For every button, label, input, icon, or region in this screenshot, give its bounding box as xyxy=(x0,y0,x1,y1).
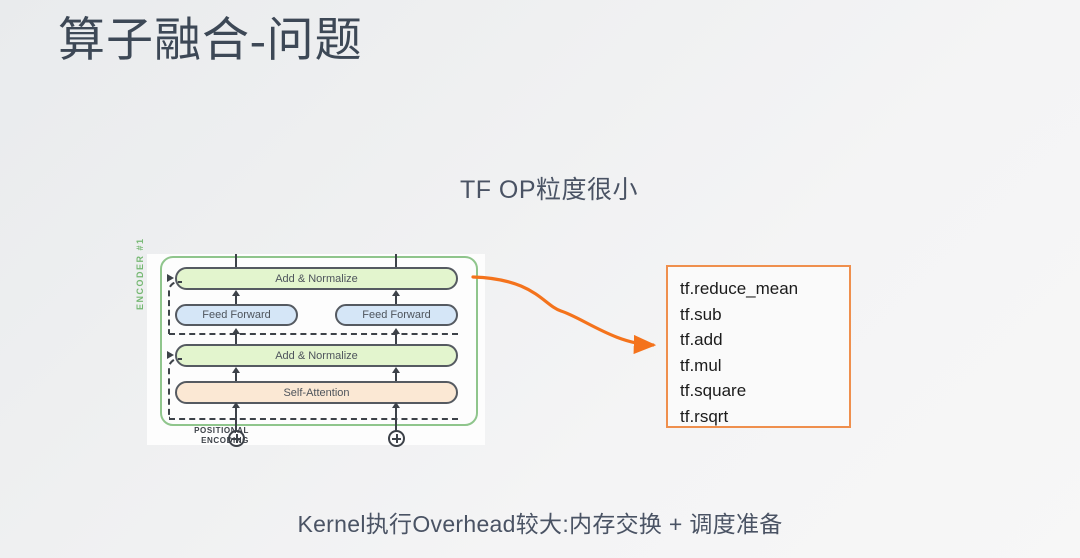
list-item: tf.mul xyxy=(680,355,722,375)
residual-dashed-upper xyxy=(169,333,458,335)
op-list-box: tf.reduce_mean tf.sub tf.add tf.mul tf.s… xyxy=(666,265,851,428)
selfattn-to-addnorm-line-right xyxy=(395,371,397,382)
footer-caption: Kernel执行Overhead较大:内存交换 + 调度准备 xyxy=(297,511,783,537)
addnorm-to-ff-left-arrow xyxy=(232,328,240,334)
residual-corner-lower xyxy=(168,358,182,419)
connector-arrow xyxy=(471,275,657,355)
ff-left-to-addnorm-line xyxy=(235,294,237,305)
ff-right-to-addnorm-arrow xyxy=(392,290,400,296)
addnorm-to-ff-left-line xyxy=(235,334,237,346)
positional-encoding-label: POSITIONAL ENCODING xyxy=(165,426,249,446)
input-stem-right xyxy=(395,404,397,434)
encoder-frame xyxy=(160,256,478,426)
input-arrow-right xyxy=(392,402,400,408)
list-item: tf.square xyxy=(680,381,747,400)
addnorm-to-ff-right-line xyxy=(395,334,397,346)
node-label: Feed Forward xyxy=(362,309,431,321)
headline-label: TF OP粒度很小 xyxy=(459,176,639,204)
residual-corner-upper xyxy=(168,281,182,334)
node-label: Add & Normalize xyxy=(275,349,358,362)
connector-path xyxy=(471,275,657,355)
selfattn-to-addnorm-line xyxy=(235,371,237,382)
node-feed-forward-right: Feed Forward xyxy=(335,304,458,326)
addnorm-to-ff-right-arrow xyxy=(392,328,400,334)
encoder-label: ENCODER #1 xyxy=(135,237,145,310)
positional-encoding-plus-icon-left xyxy=(228,430,245,447)
selfattn-to-addnorm-arrow-right xyxy=(392,367,400,373)
residual-arrow-lower xyxy=(167,351,174,359)
page-title: 算子融合-问题 xyxy=(58,15,363,67)
list-item: tf.add xyxy=(680,330,723,349)
node-label: Feed Forward xyxy=(202,309,271,321)
output-stem-right xyxy=(395,254,397,268)
positional-encoding-line2: ENCODING xyxy=(201,436,249,445)
input-stem-left xyxy=(235,404,237,434)
node-add-normalize-bottom: Add & Normalize xyxy=(175,344,458,367)
transformer-encoder-diagram: ENCODER #1 Add & Normalize Feed Forward … xyxy=(135,237,485,447)
node-label: Add & Normalize xyxy=(275,272,358,285)
residual-dashed-lower xyxy=(169,418,458,420)
residual-arrow-upper xyxy=(167,274,174,282)
node-label: Self-Attention xyxy=(283,386,350,399)
input-arrow-left xyxy=(232,402,240,408)
list-item: tf.rsqrt xyxy=(680,406,729,426)
output-stem-left xyxy=(235,254,237,268)
ff-right-to-addnorm-line xyxy=(395,294,397,305)
headline-text: TF OP粒度很小 xyxy=(0,170,1080,206)
selfattn-to-addnorm-arrow xyxy=(232,367,240,373)
list-item: tf.sub xyxy=(680,304,722,324)
positional-encoding-line1: POSITIONAL xyxy=(194,426,249,435)
list-item: tf.reduce_mean xyxy=(680,279,799,298)
node-feed-forward-left: Feed Forward xyxy=(175,304,298,326)
node-self-attention: Self-Attention xyxy=(175,381,458,404)
ff-left-to-addnorm-arrow xyxy=(232,290,240,296)
positional-encoding-plus-icon-right xyxy=(388,430,405,447)
op-list: tf.reduce_mean tf.sub tf.add tf.mul tf.s… xyxy=(668,267,849,429)
node-add-normalize-top: Add & Normalize xyxy=(175,267,458,290)
